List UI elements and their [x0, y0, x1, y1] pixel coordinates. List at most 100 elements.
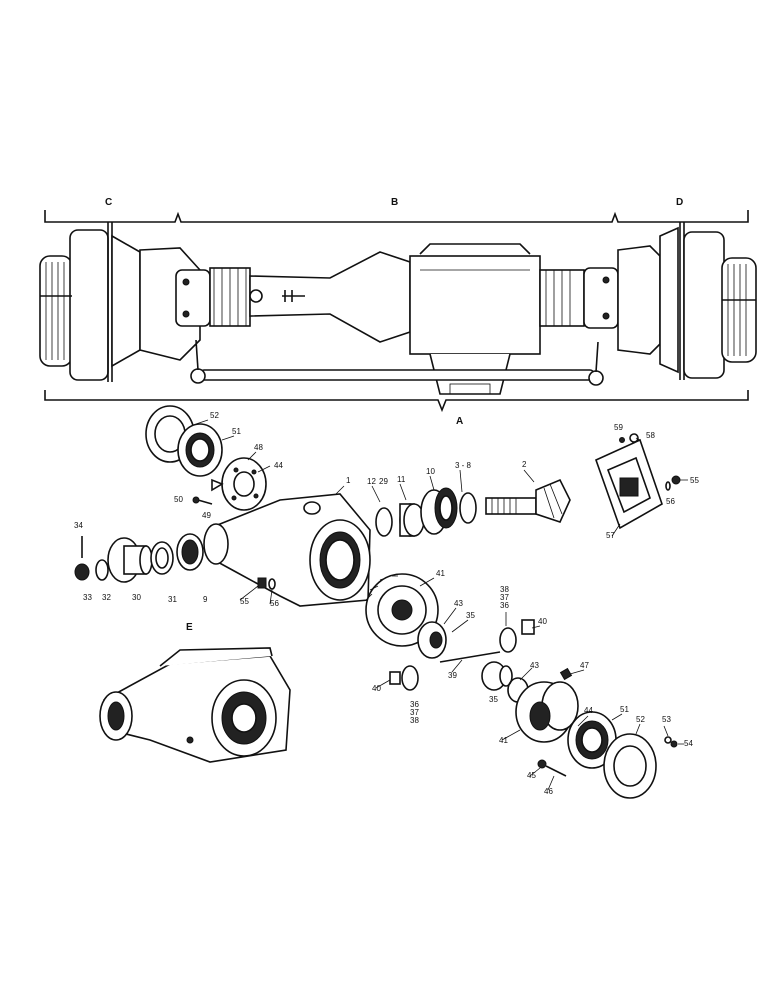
drive-flange-44	[211, 457, 267, 511]
companion-flange-30	[107, 537, 153, 583]
bearing-51-lower	[567, 711, 617, 769]
bolt-46	[545, 765, 567, 777]
part-label-31: 31	[168, 595, 177, 604]
part-label-55: 55	[240, 597, 249, 606]
part-label-58: 58	[646, 431, 655, 440]
part-label-48: 48	[254, 443, 263, 452]
part-label-12: 12	[367, 477, 376, 486]
part-label-40-upper: 40	[538, 617, 547, 626]
part-label-41: 41	[436, 569, 445, 578]
side-gear-35	[417, 621, 447, 659]
bearing-cup-11	[399, 503, 425, 537]
nut-45	[537, 759, 547, 769]
washer-53	[664, 736, 672, 744]
thrust-washer-40	[389, 671, 401, 685]
bolt-54	[670, 740, 678, 748]
shim-12	[375, 507, 393, 537]
oil-seal-52-lower	[603, 733, 657, 799]
part-label-36-upper: 36	[500, 601, 509, 610]
cover-plate-57	[595, 438, 663, 530]
part-label-39: 39	[448, 671, 457, 680]
left-steering-knuckle	[139, 247, 211, 361]
axle-housing-1	[203, 493, 371, 607]
section-label-c: C	[105, 197, 112, 208]
part-label-37-upper: 37	[500, 593, 509, 602]
bracket-top	[44, 210, 749, 223]
tie-rod	[190, 339, 604, 386]
drive-pinion-2	[485, 478, 571, 523]
right-axle-tube	[539, 269, 585, 327]
section-label-e: E	[186, 622, 193, 633]
part-label-44: 44	[274, 461, 283, 470]
plug-55-right	[671, 475, 681, 485]
part-label-1: 1	[346, 476, 351, 485]
part-label-57: 57	[606, 531, 615, 540]
part-label-53: 53	[662, 715, 671, 724]
part-label-30: 30	[132, 593, 141, 602]
part-label-47: 47	[580, 661, 589, 670]
pinion-shaft-39	[439, 651, 501, 663]
part-label-43: 43	[454, 599, 463, 608]
bolt-59	[619, 437, 625, 443]
section-label-b: B	[391, 197, 398, 208]
axle-assembly: C B D A	[39, 197, 757, 427]
section-label-d: D	[676, 197, 683, 208]
part-label-49: 49	[202, 511, 211, 520]
part-label-52: 52	[210, 411, 219, 420]
differential-case-41	[515, 681, 579, 743]
washer-56	[268, 578, 276, 590]
part-label-45: 45	[527, 771, 536, 780]
part-label-9: 9	[203, 595, 208, 604]
part-label-38-upper: 38	[500, 585, 509, 594]
bearing-9	[176, 533, 204, 571]
part-label-56: 56	[270, 599, 279, 608]
part-label-43-lower: 43	[530, 661, 539, 670]
part-label-2: 2	[522, 460, 527, 469]
part-label-44-lower: 44	[584, 706, 593, 715]
part-label-3-8: 3 - 8	[455, 461, 472, 470]
right-steering-knuckle	[583, 245, 661, 355]
thrust-washer-40-upper	[521, 619, 535, 635]
part-label-11: 11	[397, 475, 406, 484]
flange-nut-33	[74, 563, 90, 581]
exploded-parts: 1 2 3 - 8 9 10 11 12 29 30 31 32 33 34 3…	[74, 405, 699, 799]
part-label-36: 36	[410, 700, 419, 709]
bolt-47	[559, 667, 573, 681]
part-label-41-lower: 41	[499, 736, 508, 745]
part-label-59: 59	[614, 423, 623, 432]
part-label-56-right: 56	[666, 497, 675, 506]
left-wheel-hub	[39, 222, 141, 382]
ring-gear-41	[365, 573, 439, 647]
left-axle-tube	[209, 251, 411, 343]
part-label-54: 54	[684, 739, 693, 748]
part-label-52-lower: 52	[636, 715, 645, 724]
leader-lines	[195, 419, 688, 791]
part-label-35: 35	[466, 611, 475, 620]
carrier-assembly-e: E	[99, 622, 291, 763]
part-label-32: 32	[102, 593, 111, 602]
part-label-46: 46	[544, 787, 553, 796]
part-label-34: 34	[74, 521, 83, 530]
part-label-29: 29	[379, 477, 388, 486]
side-gear-35-lower	[481, 661, 513, 691]
part-label-10: 10	[426, 467, 435, 476]
shims-3-8	[459, 492, 477, 524]
part-label-38: 38	[410, 716, 419, 725]
washer-32	[95, 559, 109, 581]
part-label-51: 51	[232, 427, 241, 436]
part-label-55-right: 55	[690, 476, 699, 485]
part-label-51-lower: 51	[620, 705, 629, 714]
part-label-50: 50	[174, 495, 183, 504]
bolt-50	[192, 496, 213, 505]
right-wheel-hub	[659, 222, 757, 380]
part-label-37: 37	[410, 708, 419, 717]
part-label-33: 33	[83, 593, 92, 602]
bracket-bottom	[44, 390, 749, 413]
plug-55	[257, 577, 267, 589]
seal-31	[150, 541, 174, 575]
nut-58	[629, 433, 639, 443]
section-label-a: A	[456, 416, 463, 427]
pinion-gear-36-upper	[499, 627, 517, 653]
pinion-gear-36	[401, 665, 419, 691]
